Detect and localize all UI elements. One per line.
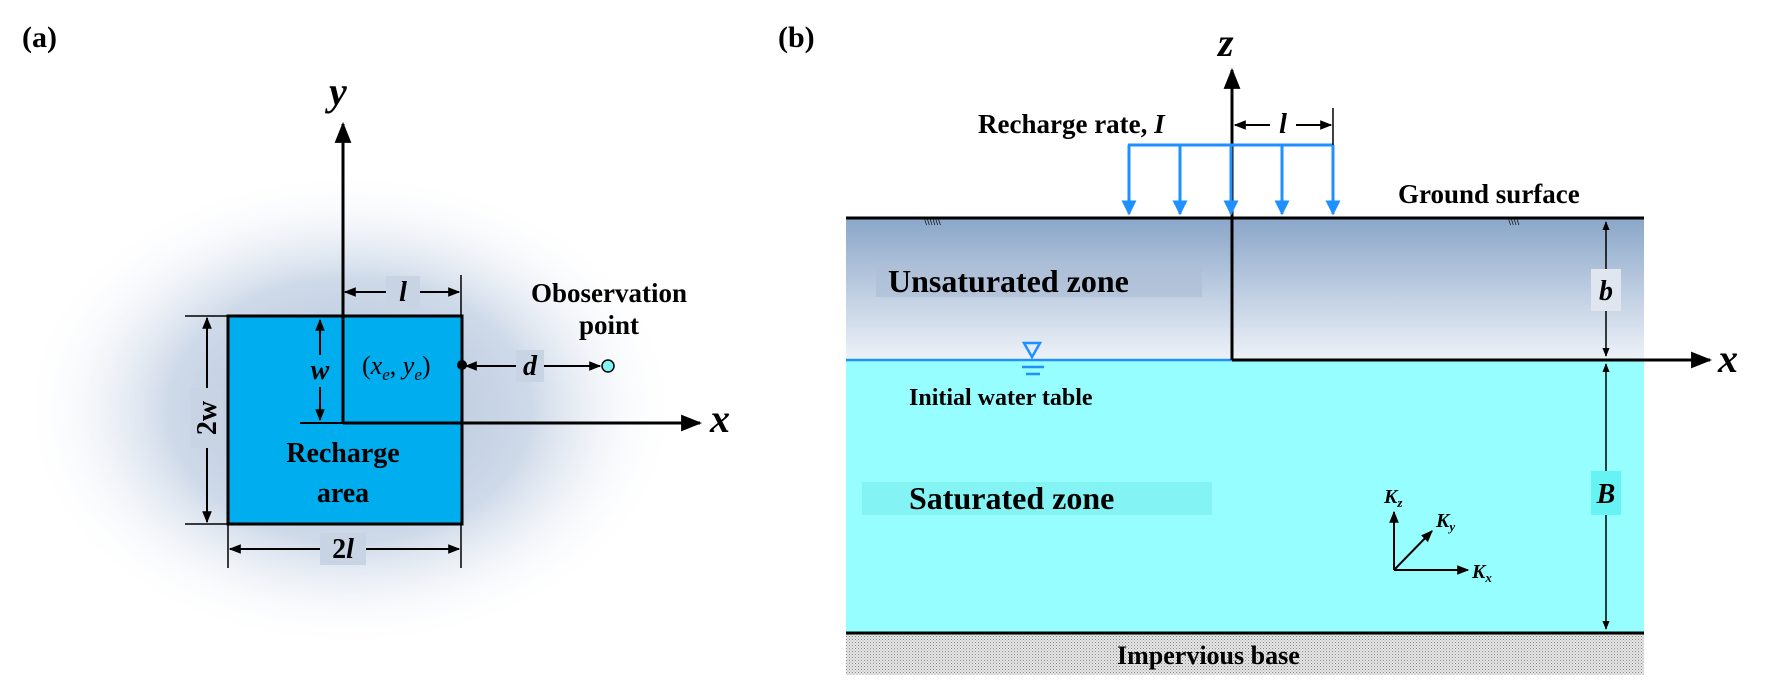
grass-symbol-left: \\\\\\ (923, 217, 941, 228)
panel-a-label: (a) (22, 21, 57, 54)
observation-point-label-line1: Oboservation (531, 278, 687, 308)
d-label-bg (516, 350, 544, 382)
unsaturated-zone-label: Unsaturated zone (888, 263, 1129, 299)
b-label-bg (1591, 269, 1621, 311)
z-axis-label: z (1216, 20, 1234, 65)
y-axis-label: y (325, 69, 347, 114)
ky-arrow (1393, 530, 1433, 571)
edge-point-marker (457, 360, 467, 370)
panel-b-label: (b) (778, 21, 815, 54)
2l-label-bg (320, 533, 366, 565)
l-label-b: l (1279, 109, 1287, 140)
conductivity-axes: Kz Ky Kx (1383, 486, 1492, 585)
saturated-zone-label: Saturated zone (909, 480, 1114, 516)
recharge-area-rect (226, 314, 464, 526)
2w-label-bg (191, 388, 223, 448)
l-label: l (399, 277, 407, 308)
l-label-bg-b (1270, 109, 1296, 139)
B-label: B (1596, 479, 1616, 510)
w-label-bg (306, 355, 334, 387)
B-label-bg (1591, 471, 1621, 515)
w-label: w (311, 355, 330, 386)
ground-surface-label: Ground surface (1398, 179, 1580, 209)
recharge-rate-label: Recharge rate, I (978, 109, 1166, 139)
unsaturated-label-bg (876, 263, 1202, 297)
2l-label: 2l (332, 534, 354, 565)
d-label: d (523, 351, 538, 382)
recharge-area-label-line1: Recharge (286, 438, 400, 469)
l-label-bg (386, 276, 420, 308)
recharge-area-label-line2: area (317, 478, 369, 509)
x-axis-label: x (709, 396, 730, 441)
saturated-label-bg (862, 482, 1212, 515)
x-axis-b-label: x (1717, 336, 1738, 381)
impervious-base-region (846, 633, 1644, 675)
impervious-base-label: Impervious base (1117, 641, 1300, 670)
ky-label: Ky (1435, 510, 1455, 534)
recharge-arrows (1121, 143, 1341, 216)
observation-point-label-line2: point (579, 310, 639, 340)
observation-point-marker (601, 359, 615, 373)
edge-point-label: (xe, ye) (362, 351, 431, 384)
kx-label: Kx (1471, 561, 1492, 585)
water-table-triangle-icon (1021, 341, 1043, 360)
grass-symbol-right: \\\\ (1507, 217, 1519, 228)
2w-label: 2w (192, 400, 223, 435)
initial-water-table-label: Initial water table (909, 385, 1093, 411)
b-label: b (1599, 276, 1613, 307)
kz-label: Kz (1383, 486, 1403, 510)
panel-a: (a) y x l w 2w 2l (xe, (20, 21, 730, 650)
panel-b: (b) \\\\\\ \\\\ Ground surface z x (778, 20, 1738, 675)
